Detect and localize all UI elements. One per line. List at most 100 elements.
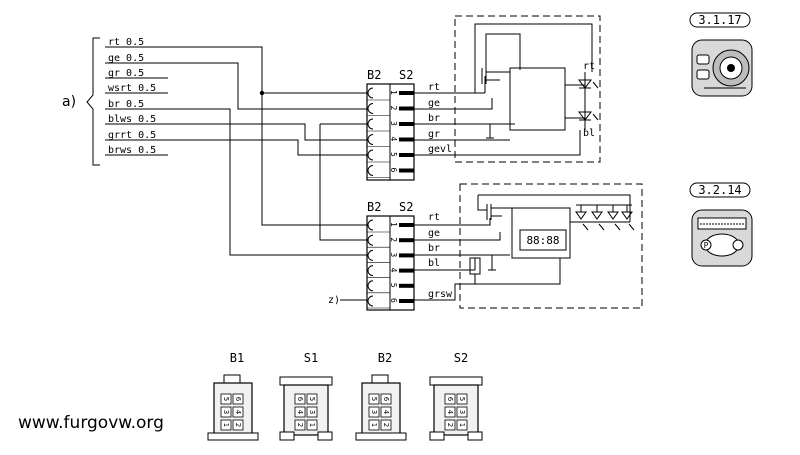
connector-view-pin: 3 [308,410,316,414]
z-label: z) [328,295,340,306]
connector-view-label: S1 [304,351,318,365]
pin-number: 6 [389,168,398,173]
signal-label: br [428,243,440,254]
signal-label: rt [428,212,440,223]
connector-view-pin: 1 [308,423,316,427]
connector-view-pin: 1 [458,423,466,427]
connector-view-pin: 2 [234,423,242,427]
connector-pin-row: 2 [367,103,414,116]
connector-view-pin: 5 [458,397,466,401]
connector-view-pin: 1 [370,423,378,427]
clock-display-panel: P [691,209,753,267]
connector-view-pin: 2 [446,423,454,427]
connector-view-pin: 5 [308,397,316,401]
connector-label-b: B2 [367,68,381,82]
pin-contact [399,268,414,273]
connector-label-s: S2 [399,200,413,214]
pin-number: 2 [389,106,398,111]
display-readout: 88:88 [526,234,559,247]
connector-view-pin: 2 [296,423,304,427]
connector-pin-row: 4 [367,265,414,278]
pin-number: 6 [389,298,398,303]
connector-view-pin: 5 [222,397,230,401]
top-signal-labels: rt ge br gr gevl [428,82,452,155]
wire-label: wsrt 0.5 [108,83,156,94]
module-outline [459,183,643,309]
pin-number: 5 [389,152,398,157]
led-label: bl [583,128,595,139]
signal-label: gr [428,129,440,140]
wire-label: br 0.5 [108,99,144,110]
pin-contact [399,106,414,111]
junction-dot [259,90,265,96]
svg-text:P: P [704,241,709,250]
pin-number: 3 [389,252,398,257]
connector-pin-row: 4 [367,134,414,147]
pin-contact [399,153,414,157]
connector-view-pin: 6 [296,397,304,402]
connector-pin-row: 1 [367,87,414,101]
connector-view-pin: 2 [382,423,390,427]
pin-number: 2 [389,237,398,242]
signal-label: ge [428,228,440,239]
wire-label: brws 0.5 [108,145,156,156]
watermark: www.furgovw.org [18,413,164,433]
pin-number: 1 [389,222,398,227]
signal-label: ge [428,98,440,109]
wire-label: ge 0.5 [108,53,144,64]
ref-badge-frame [689,182,751,198]
connector-view-pin: 1 [222,423,230,427]
pin-contact [399,122,414,126]
connector-view-pin: 4 [446,410,454,415]
ref-badge-2: 3.2.14 [689,182,751,198]
connector-view-label: B1 [230,351,244,365]
signal-label: gevl [428,144,452,155]
connector-view-pin: 6 [234,397,242,402]
connector-view-pin: 6 [446,397,454,402]
connector-pin-row: 6 [367,295,414,309]
connector-pin-row: 6 [367,165,414,178]
connector-view-pin: 4 [382,410,390,415]
connector-label-b: B2 [367,200,381,214]
pin-contact [399,168,414,173]
wire-label: grrt 0.5 [108,130,156,141]
connector-pin-row: 2 [367,234,414,248]
pin-contact [399,238,414,243]
pin-number: 1 [389,90,398,95]
pin-contact [399,299,414,303]
connector-view-pin: 3 [370,410,378,414]
ref-badge-frame [689,12,751,28]
connector-view-pin: 4 [234,410,242,415]
bottom-module: 88:88 [414,183,643,309]
pin-number: 4 [389,268,398,273]
connector-label-s: S2 [399,68,413,82]
ref-badge-1: 3.1.17 [689,12,751,28]
pin-contact [399,283,414,288]
wire-label: rt 0.5 [108,37,144,48]
connector-view-pin: 3 [458,410,466,414]
group-brace [86,37,100,166]
connector-view-label: S2 [454,351,468,365]
connector-view-pin: 3 [222,410,230,414]
ref-badge-label: 3.1.17 [698,13,741,27]
heater-knob-panel [691,39,753,97]
connector-pin-row: 3 [367,249,414,263]
pin-number: 3 [389,121,398,126]
pin-contact [399,223,414,227]
connector-view-pin: 6 [382,397,390,402]
signal-label: br [428,113,440,124]
wire-paths [105,46,367,256]
pin-contact [399,137,414,142]
pin-contact [399,91,414,95]
top-connector: B2 S2 1 2 3 4 5 6 [366,68,415,181]
led-label: rt [583,61,595,72]
pin-number: 5 [389,283,398,288]
connector-view-pin: 4 [296,410,304,415]
